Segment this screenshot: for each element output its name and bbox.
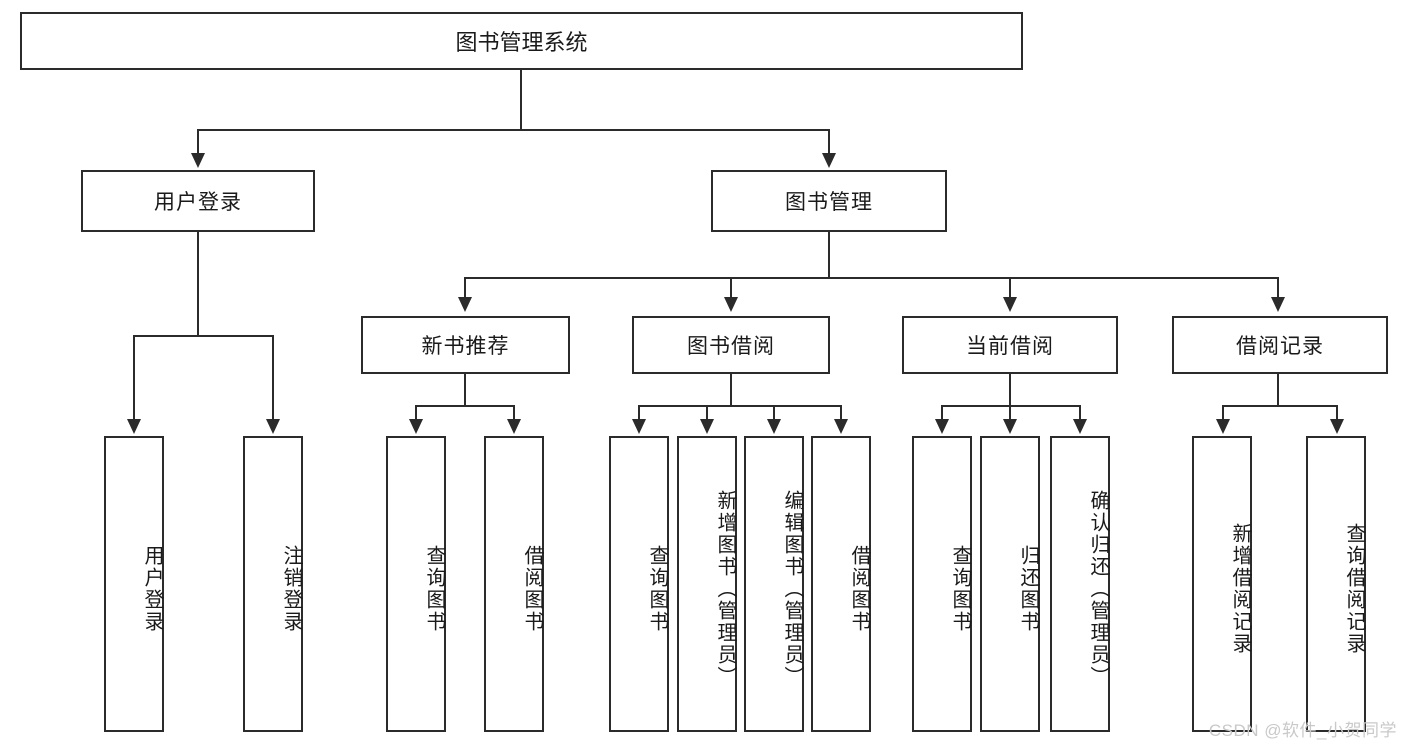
- arrow-to-leaf-borrow-book-1: [507, 419, 521, 434]
- node-book-management[interactable]: 图书管理: [711, 170, 947, 232]
- leaf-return-book[interactable]: 归还图书: [980, 436, 1040, 732]
- node-label: 编辑图书（管理员）: [781, 490, 803, 688]
- connector-root-stem: [520, 70, 522, 130]
- node-user-login[interactable]: 用户登录: [81, 170, 315, 232]
- arrow-to-leaf-query-book-3: [935, 419, 949, 434]
- leaf-query-book-current[interactable]: 查询图书: [912, 436, 972, 732]
- arrow-to-new-book-recommend: [458, 297, 472, 312]
- arrow-to-book-management: [822, 153, 836, 168]
- connector-level2-drop-1: [464, 277, 466, 299]
- connector-book-management-stem: [828, 232, 830, 278]
- node-label: 借阅记录: [1236, 335, 1324, 358]
- connector-book-borrow-bus: [638, 405, 841, 407]
- arrow-to-leaf-return-book: [1003, 419, 1017, 434]
- connector-level2-drop-4: [1277, 277, 1279, 299]
- node-label: 借阅图书: [521, 545, 543, 633]
- leaf-borrow-book-recommend[interactable]: 借阅图书: [484, 436, 544, 732]
- leaf-query-book-borrow[interactable]: 查询图书: [609, 436, 669, 732]
- connector-level1-drop-1: [197, 129, 199, 155]
- connector-current-borrow-drop-2: [1009, 405, 1011, 421]
- arrow-to-leaf-borrow-book-2: [834, 419, 848, 434]
- leaf-confirm-return-admin[interactable]: 确认归还（管理员）: [1050, 436, 1110, 732]
- node-label: 用户登录: [154, 191, 242, 214]
- arrow-to-leaf-logout: [266, 419, 280, 434]
- arrow-to-leaf-add-book: [700, 419, 714, 434]
- leaf-logout[interactable]: 注销登录: [243, 436, 303, 732]
- node-label: 新增图书（管理员）: [714, 490, 736, 688]
- connector-book-borrow-stem: [730, 374, 732, 406]
- connector-book-borrow-drop-1: [638, 405, 640, 421]
- connector-current-borrow-drop-3: [1079, 405, 1081, 421]
- arrow-to-leaf-edit-book: [767, 419, 781, 434]
- connector-level1-drop-2: [828, 129, 830, 155]
- connector-level2-drop-2: [730, 277, 732, 299]
- node-label: 当前借阅: [966, 335, 1054, 358]
- leaf-query-borrow-record[interactable]: 查询借阅记录: [1306, 436, 1366, 732]
- node-label: 查询图书: [949, 545, 971, 633]
- node-label: 借阅图书: [848, 545, 870, 633]
- node-book-borrow[interactable]: 图书借阅: [632, 316, 830, 374]
- node-label: 注销登录: [280, 545, 302, 633]
- leaf-query-book-recommend[interactable]: 查询图书: [386, 436, 446, 732]
- arrow-to-leaf-query-book-1: [409, 419, 423, 434]
- node-label: 用户登录: [141, 545, 163, 633]
- arrow-to-leaf-query-record: [1330, 419, 1344, 434]
- node-label: 新书推荐: [421, 335, 510, 358]
- node-label: 归还图书: [1017, 545, 1039, 633]
- connector-level1-bus: [197, 129, 830, 131]
- connector-user-login-drop-2: [272, 335, 274, 421]
- connector-new-book-drop-2: [513, 405, 515, 421]
- node-root-library-system[interactable]: 图书管理系统: [20, 12, 1023, 70]
- connector-user-login-drop-1: [133, 335, 135, 421]
- connector-user-login-bus: [133, 335, 273, 337]
- node-label: 新增借阅记录: [1229, 523, 1251, 655]
- connector-borrow-record-bus: [1222, 405, 1337, 407]
- arrow-to-borrow-record: [1271, 297, 1285, 312]
- arrow-to-leaf-confirm-return: [1073, 419, 1087, 434]
- connector-new-book-stem: [464, 374, 466, 406]
- leaf-borrow-book[interactable]: 借阅图书: [811, 436, 871, 732]
- arrow-to-user-login: [191, 153, 205, 168]
- node-label: 查询借阅记录: [1343, 523, 1365, 655]
- leaf-add-borrow-record[interactable]: 新增借阅记录: [1192, 436, 1252, 732]
- node-borrow-record[interactable]: 借阅记录: [1172, 316, 1388, 374]
- connector-level2-drop-3: [1009, 277, 1011, 299]
- connector-user-login-stem: [197, 232, 199, 336]
- node-label: 查询图书: [646, 545, 668, 633]
- connector-new-book-drop-1: [415, 405, 417, 421]
- arrow-to-current-borrow: [1003, 297, 1017, 312]
- leaf-add-book-admin[interactable]: 新增图书（管理员）: [677, 436, 737, 732]
- csdn-watermark: CSDN @软件_小贺同学: [1208, 721, 1397, 740]
- arrow-to-book-borrow: [724, 297, 738, 312]
- node-label: 图书管理系统: [455, 30, 588, 55]
- connector-book-borrow-drop-2: [706, 405, 708, 421]
- connector-borrow-record-stem: [1277, 374, 1279, 406]
- connector-level2-bus: [464, 277, 1278, 279]
- connector-borrow-record-drop-2: [1336, 405, 1338, 421]
- arrow-to-leaf-user-login: [127, 419, 141, 434]
- connector-current-borrow-stem: [1009, 374, 1011, 406]
- connector-borrow-record-drop-1: [1222, 405, 1224, 421]
- node-label: 查询图书: [423, 545, 445, 633]
- connector-current-borrow-drop-1: [941, 405, 943, 421]
- node-current-borrow[interactable]: 当前借阅: [902, 316, 1118, 374]
- connector-book-borrow-drop-3: [773, 405, 775, 421]
- node-new-book-recommend[interactable]: 新书推荐: [361, 316, 570, 374]
- arrow-to-leaf-add-record: [1216, 419, 1230, 434]
- connector-new-book-bus: [415, 405, 514, 407]
- arrow-to-leaf-query-book-2: [632, 419, 646, 434]
- leaf-edit-book-admin[interactable]: 编辑图书（管理员）: [744, 436, 804, 732]
- node-label: 图书管理: [785, 191, 873, 214]
- node-label: 确认归还（管理员）: [1087, 490, 1109, 688]
- leaf-user-login[interactable]: 用户登录: [104, 436, 164, 732]
- node-label: 图书借阅: [687, 335, 775, 358]
- connector-book-borrow-drop-4: [840, 405, 842, 421]
